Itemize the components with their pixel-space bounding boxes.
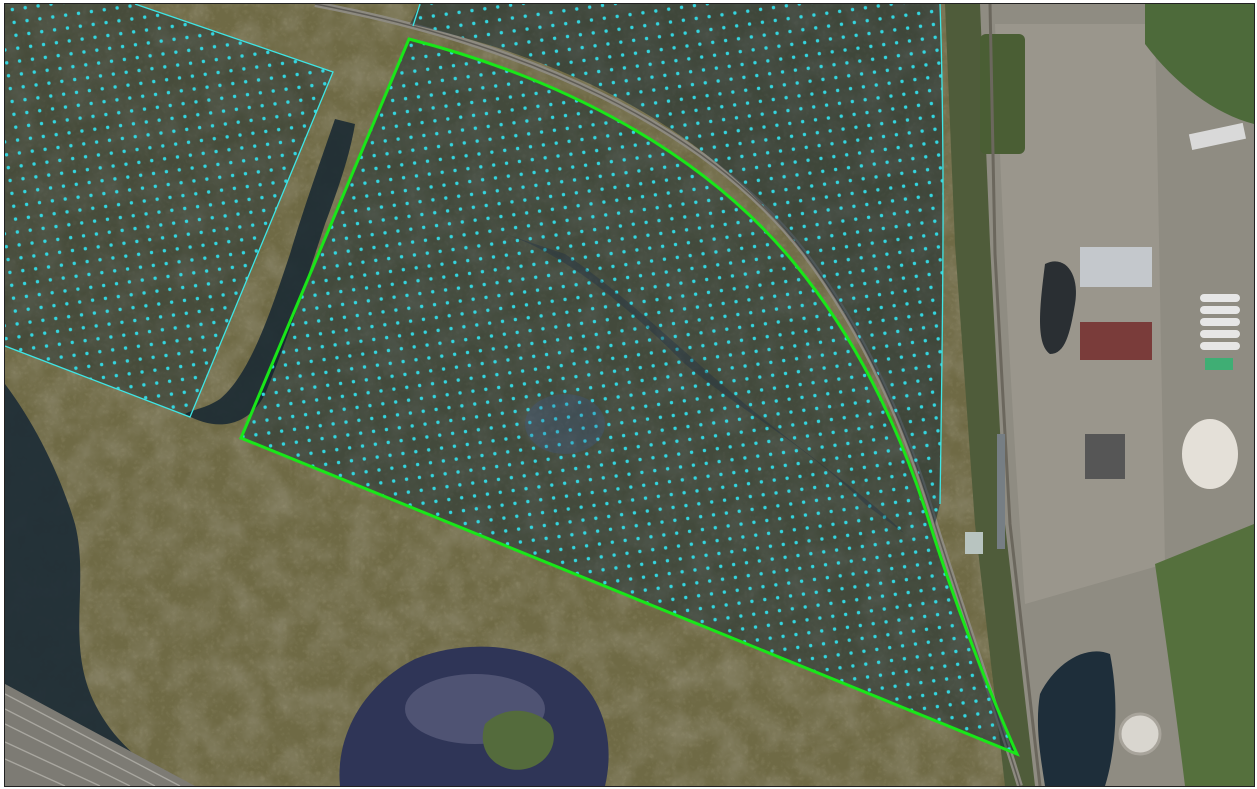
survey-area[interactable] <box>239 37 1020 757</box>
water-basin-east <box>1037 651 1116 786</box>
vegetation-patch <box>980 34 1025 154</box>
vegetation-se <box>1155 524 1254 786</box>
white-material-pile <box>1182 419 1238 489</box>
railway-curve-rail <box>314 4 1021 786</box>
map-canvas[interactable] <box>4 3 1255 787</box>
building-small <box>965 532 983 554</box>
building-red-roof <box>1080 322 1152 360</box>
survey-interior-water <box>505 234 905 534</box>
survey-interior-blue <box>525 394 605 454</box>
rail-car <box>997 434 1005 549</box>
building-shed <box>1085 434 1125 479</box>
parcel-west[interactable] <box>5 4 334 418</box>
railway-north-south <box>988 4 1042 786</box>
puddle <box>1040 261 1076 354</box>
vegetation-e-strip <box>945 4 1035 786</box>
round-tank <box>1118 712 1162 756</box>
pond-island <box>482 710 554 770</box>
rail-yard-southwest <box>5 684 195 786</box>
building-long-shed <box>1188 122 1247 151</box>
vegetation-ne <box>1145 4 1254 124</box>
building-warehouse-roof <box>1080 247 1152 287</box>
storage-tanks <box>1200 294 1240 370</box>
survey-area-outline <box>239 37 1020 757</box>
water-channel-creek <box>185 119 355 425</box>
water-channel-west <box>5 384 175 786</box>
map-svg <box>5 4 1254 786</box>
parcel-northeast[interactable] <box>410 4 944 524</box>
